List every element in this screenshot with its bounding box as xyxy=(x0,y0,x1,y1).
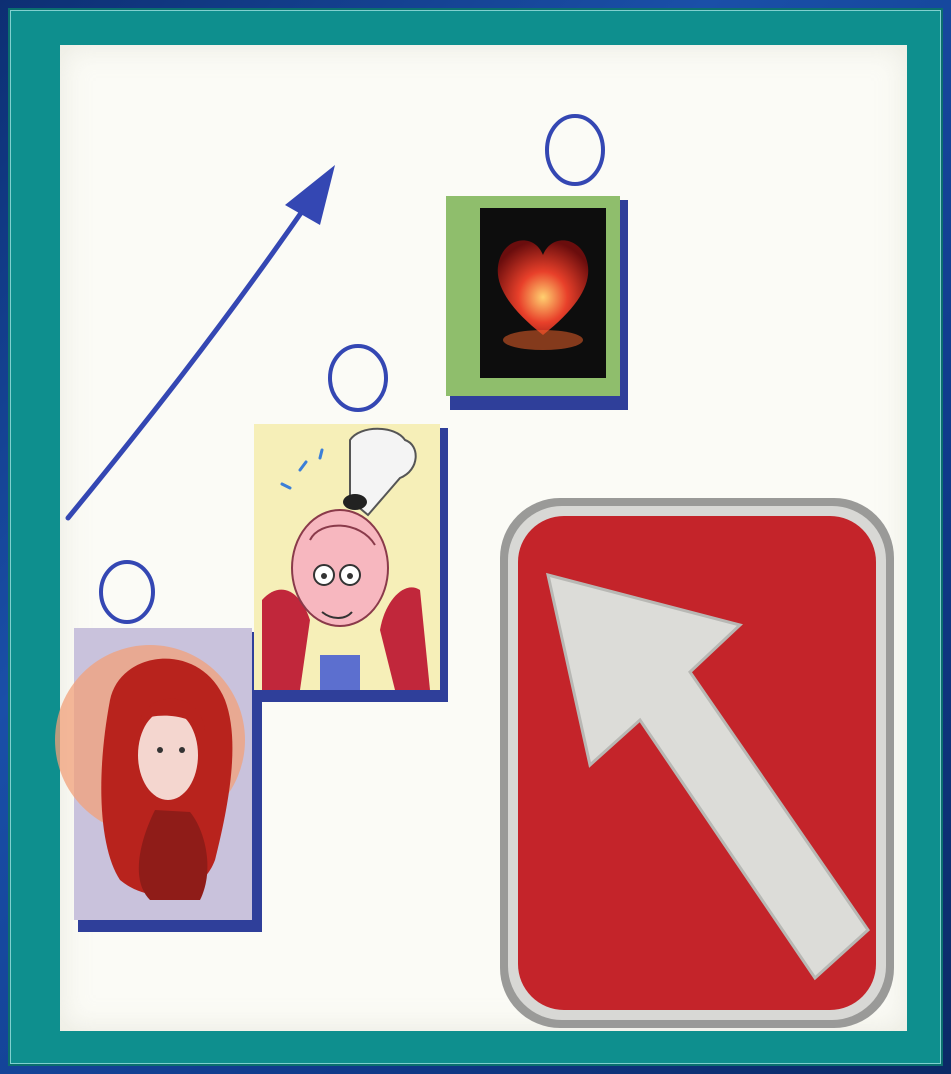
step3-number-badge xyxy=(547,116,603,184)
step3-card xyxy=(446,196,628,410)
step1-card xyxy=(55,628,262,932)
step1-number-badge xyxy=(101,562,153,622)
up-arrow-sign-icon xyxy=(500,498,894,1028)
step2-card xyxy=(254,424,448,702)
step2-number-badge xyxy=(330,346,386,410)
